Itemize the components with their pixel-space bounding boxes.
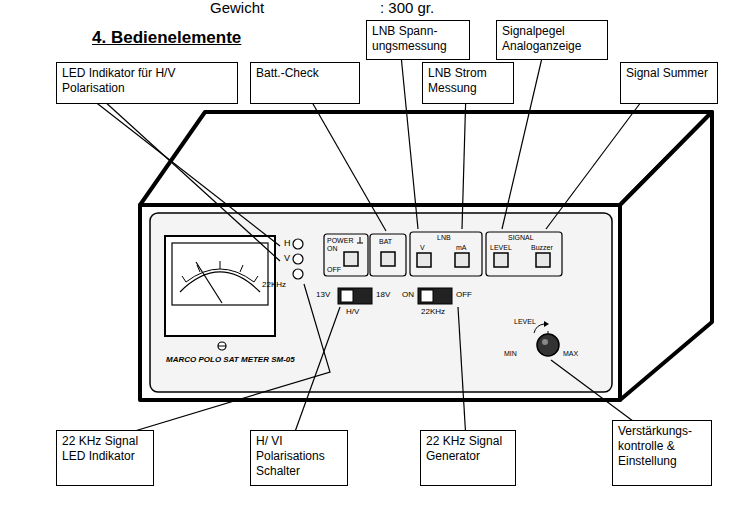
led-indicators bbox=[293, 239, 303, 279]
button-label: Buzzer bbox=[531, 244, 553, 252]
power-symbol bbox=[357, 237, 363, 243]
button-groups bbox=[324, 232, 562, 276]
heading: 4. Bedienelemente bbox=[92, 28, 241, 48]
callout-text: Signal Summer bbox=[626, 66, 712, 81]
callout-box: 22 KHz Signal LED Indikator bbox=[56, 430, 154, 486]
slide-switches bbox=[338, 288, 452, 304]
callout-box: LNB Spann- ungsmessung bbox=[366, 20, 470, 60]
button-label: LNB bbox=[437, 234, 451, 242]
callout-text: Batt.-Check bbox=[256, 66, 354, 81]
button-label: POWER bbox=[327, 237, 353, 245]
callout-text: 22 KHz Signal LED Indikator bbox=[62, 434, 148, 464]
knob-label: MIN bbox=[504, 350, 517, 358]
button-label: SIGNAL bbox=[508, 234, 534, 242]
weight-value: : 300 gr. bbox=[380, 0, 434, 17]
led-label: H bbox=[284, 239, 291, 249]
switch-label: 13V bbox=[316, 291, 330, 300]
button-label: V bbox=[420, 244, 425, 252]
switch-label: 22KHz bbox=[421, 308, 445, 317]
callout-box: Batt.-Check bbox=[250, 62, 360, 104]
callout-text: LED Indikator für H/V Polarisation bbox=[62, 66, 232, 96]
callout-box: LNB Strom Messung bbox=[422, 62, 514, 104]
push-buttons bbox=[344, 252, 550, 267]
callout-text: LNB Spann- ungsmessung bbox=[372, 24, 464, 54]
led-label: 22KHz bbox=[262, 281, 286, 290]
callout-box: Signalpegel Analoganzeige bbox=[496, 20, 608, 60]
callout-box: 22 KHz Signal Generator bbox=[420, 430, 516, 486]
front-plate bbox=[150, 213, 612, 392]
led-label: V bbox=[284, 254, 290, 264]
button-label: mA bbox=[456, 244, 467, 252]
callout-box: Signal Summer bbox=[620, 62, 718, 104]
knob-label: MAX bbox=[563, 350, 578, 358]
button-label: OFF bbox=[327, 266, 341, 274]
callout-text: 22 KHz Signal Generator bbox=[426, 434, 510, 464]
analog-meter bbox=[165, 236, 275, 350]
callout-box: Verstärkungs- kontrolle & Einstellung bbox=[612, 420, 712, 486]
switch-label: OFF bbox=[456, 291, 472, 300]
gain-knob bbox=[534, 321, 559, 356]
button-label: BAT bbox=[379, 238, 392, 246]
switch-label: 18V bbox=[376, 291, 390, 300]
callout-box: LED Indikator für H/V Polarisation bbox=[56, 62, 238, 104]
leader-lines bbox=[80, 45, 650, 440]
button-label: LEVEL bbox=[490, 244, 512, 252]
button-label: ON bbox=[327, 245, 338, 253]
callout-text: LNB Strom Messung bbox=[428, 66, 508, 96]
switch-label: H/V bbox=[346, 308, 359, 317]
housing bbox=[140, 112, 712, 400]
callout-box: H/ VI Polarisations Schalter bbox=[250, 430, 348, 486]
callout-text: Verstärkungs- kontrolle & Einstellung bbox=[618, 424, 706, 469]
switch-label: ON bbox=[402, 291, 414, 300]
weight-label: Gewicht bbox=[210, 0, 264, 17]
knob-label: LEVEL bbox=[514, 318, 536, 326]
callout-text: H/ VI Polarisations Schalter bbox=[256, 434, 342, 479]
brand-label: MARCO POLO SAT METER SM-05 bbox=[166, 356, 295, 365]
callout-text: Signalpegel Analoganzeige bbox=[502, 24, 602, 54]
